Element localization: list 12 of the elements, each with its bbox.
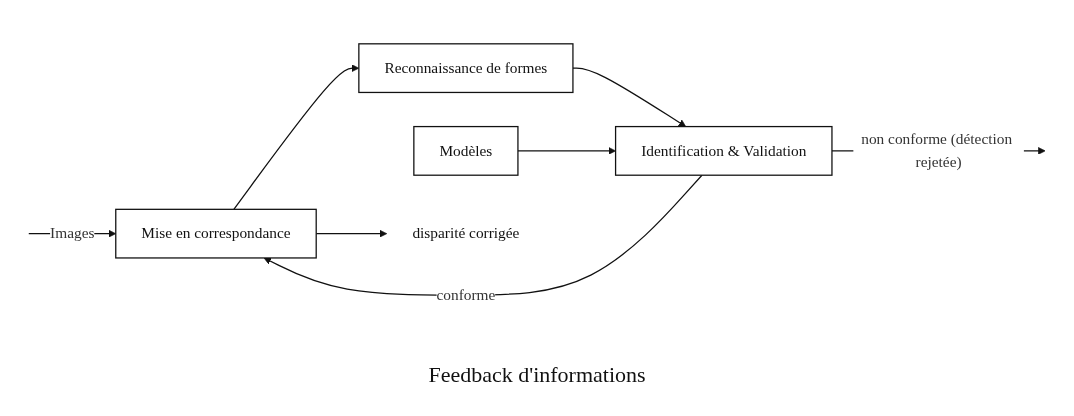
node-box: Identification & Validation [614,125,833,176]
caption: Feedback d'informations [427,362,647,388]
node-box: Reconnaissance de formes [358,43,574,93]
edge-label: Images [50,224,95,242]
node-box: Modèles [413,125,519,176]
arrow [572,67,687,127]
edge-label: non conforme (détection rejetée) [861,130,1013,171]
node-box: Mise en correspondance [115,208,317,259]
arrow [517,146,616,155]
node-text: disparité corrigée [412,224,520,242]
arrow [263,174,703,296]
edge-label: conforme [436,285,496,303]
